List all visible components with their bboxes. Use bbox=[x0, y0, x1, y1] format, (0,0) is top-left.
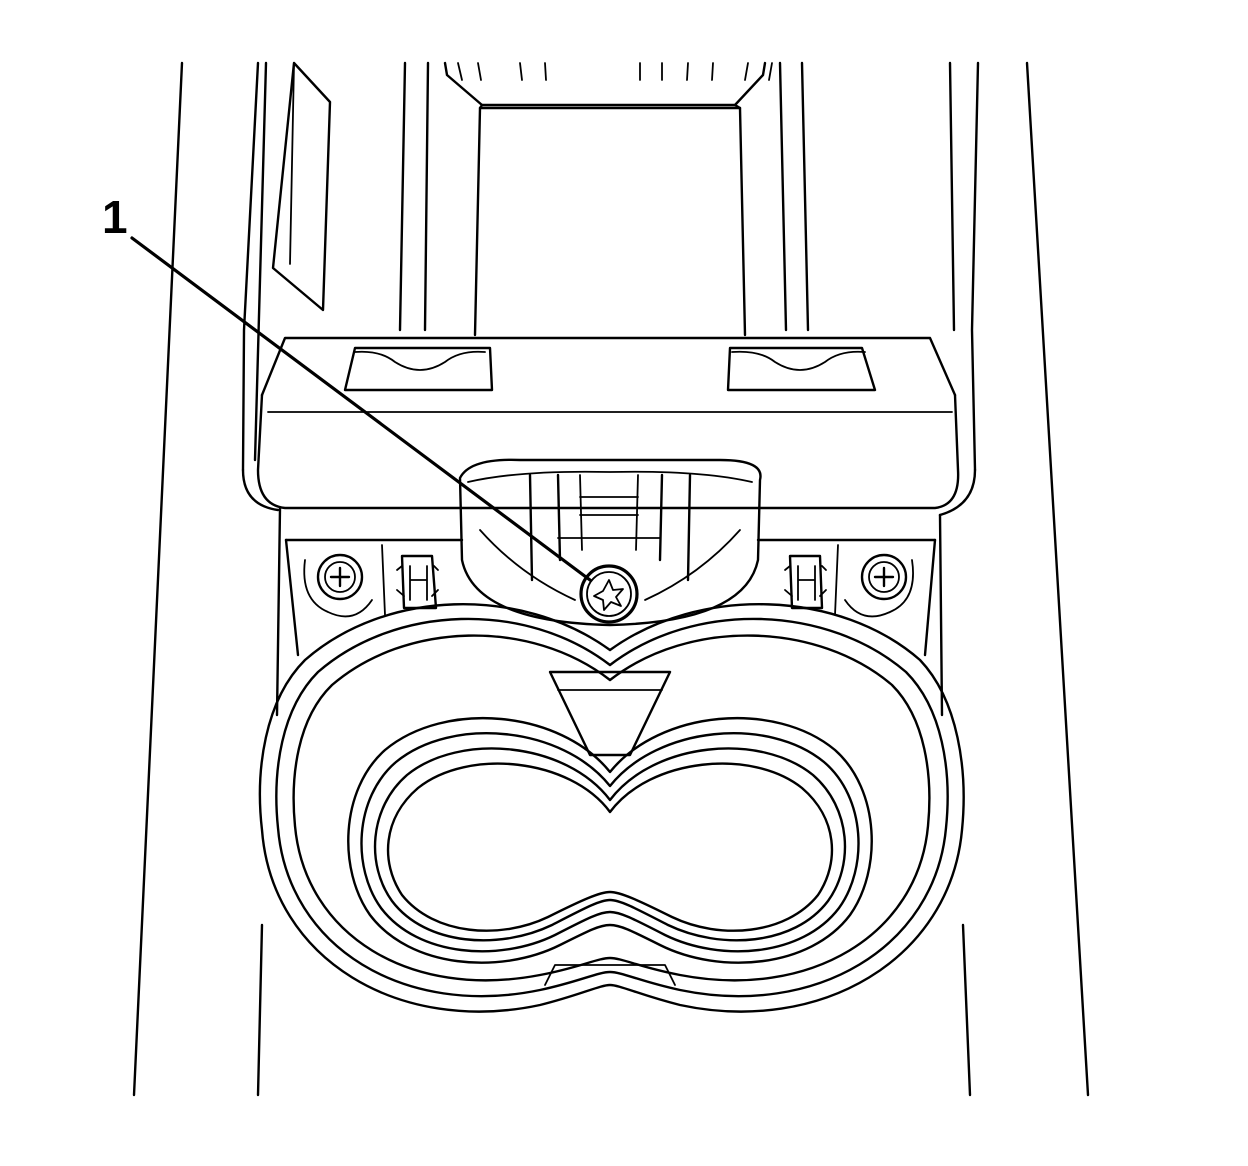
phillips-screw-icon bbox=[860, 553, 908, 601]
phillips-screw-icon bbox=[316, 553, 364, 601]
callout-1: 1 bbox=[102, 191, 592, 582]
torx-screw-icon bbox=[579, 564, 639, 624]
retainer-clip-icon bbox=[784, 554, 827, 610]
trim-plate bbox=[275, 506, 944, 717]
retainer-clip-icon bbox=[396, 554, 439, 610]
callout-label: 1 bbox=[102, 191, 128, 243]
cupholder bbox=[258, 603, 965, 1013]
bezel-bar bbox=[256, 336, 960, 510]
latch-housing bbox=[458, 458, 762, 627]
console-side-walls bbox=[132, 61, 1090, 1097]
callout-leader-line bbox=[130, 236, 592, 582]
storage-bin bbox=[241, 61, 980, 517]
